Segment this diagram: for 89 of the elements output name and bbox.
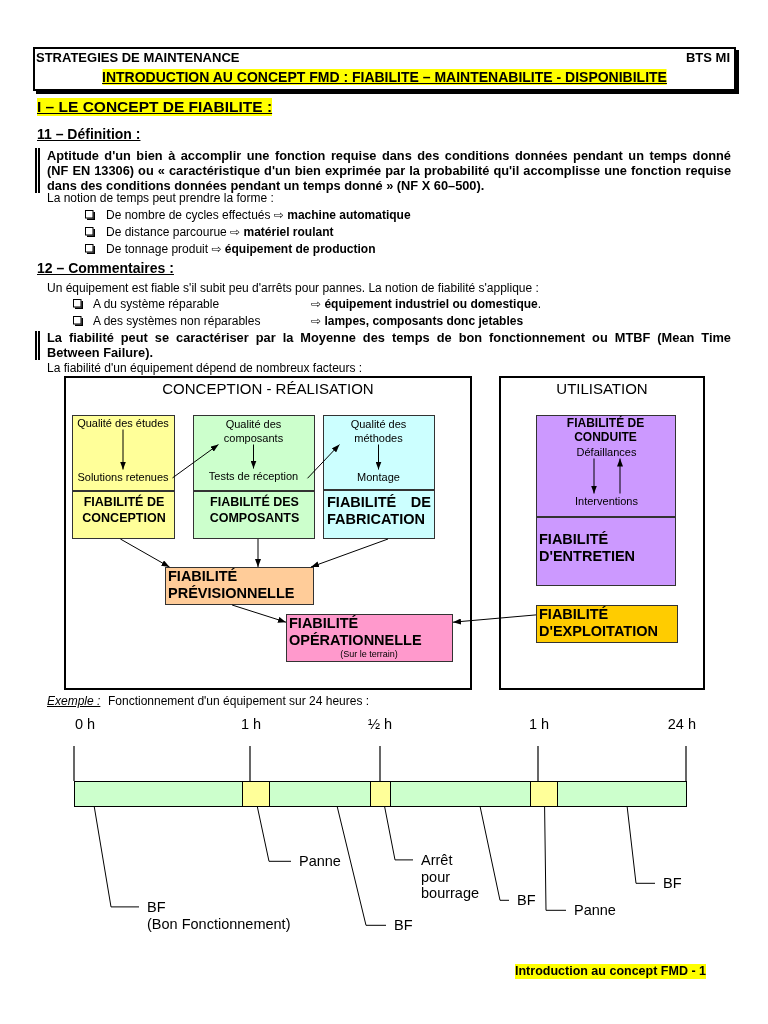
box-heading: FIABILITÉ DES COMPOSANTS [208,494,301,526]
callout-label: BF [655,875,682,892]
reliability-box [323,415,435,539]
leader-line [384,806,414,861]
callout-label: Arrêt pour bourrage [413,852,482,902]
callout-label: BF [509,892,536,909]
arrow [591,458,597,494]
reliability-box [193,415,315,539]
step-text: Tests de réception [199,468,308,483]
bullet-text: ⇨ équipement industriel ou domestique. [311,297,542,311]
reliability-box [165,567,314,605]
reliability-box [286,614,453,662]
callout-label: BF [147,899,166,916]
operating-segment [390,781,531,807]
header-box [33,47,736,91]
leader-line [479,806,510,901]
time-label: 1 h [528,715,550,733]
arrow [375,444,382,470]
operating-segment [557,781,687,807]
arrow [231,604,287,623]
subsection-heading: 12 – Commentaires : [37,260,174,276]
reliability-box [536,415,676,586]
header-text: BTS MI [685,50,730,65]
callout-label: (Bon Fonctionnement) [147,915,291,932]
section-heading: I – LE CONCEPT DE FIABILITE : [37,98,273,116]
leader-line [544,806,567,911]
reliability-box [72,415,175,539]
example-label: Exemple : [47,694,101,708]
stoppage-segment [370,781,391,807]
time-label: 0 h [75,715,96,733]
stoppage-segment [242,781,270,807]
arrow [172,444,219,479]
bullet-text: De nombre de cycles effectués ⇨ machine automatique [106,208,411,222]
title-text: INTRODUCTION AU CONCEPT FMD : FIABILITE – MAINTENABILITE - DISPONIBILITE [102,69,667,85]
bullet-text: A du système réparable [93,297,220,311]
subsection-heading: 11 – Définition : [37,126,141,142]
box-heading: FIABILITÉ DE CONDUITE [565,416,646,444]
step-text: Qualité des méthodes [339,416,418,445]
box-note: (Sur le terrain) [339,649,399,660]
step-text: Qualité des études [73,415,173,430]
operating-segment [269,781,371,807]
frame-title: UTILISATION [556,380,648,398]
body-text: Fonctionnement d'un équipement sur 24 heures : [108,694,370,708]
arrow [617,458,623,494]
frame-title: CONCEPTION - RÉALISATION [162,380,374,398]
time-label: 24 h [667,715,696,733]
body-text: Un équipement est fiable s'il subit peu d'arrêts pour pannes. La notion de fiabilité s'applique : [47,281,539,295]
time-label: 1 h [240,715,262,733]
header-text: STRATEGIES DE MAINTENANCE [36,50,240,65]
arrow [310,538,389,568]
step-text: Solutions retenues [73,469,173,484]
callout-label: Panne [566,902,616,919]
leader-line [93,806,140,908]
mtbf-paragraph: La fiabilité peut se caractériser par la Moyenne des temps de bon fonctionnement ou MTBF (Mean Time Between Failure). [35,331,731,360]
operating-segment [74,781,243,807]
step-text: Qualité des composants [218,416,289,445]
body-text: La notion de temps peut prendre la forme : [47,191,274,205]
bullet-text: A des systèmes non réparables [93,314,261,328]
step-text: Montage [348,469,409,484]
arrow [307,444,340,479]
bullet-text: De distance parcourue ⇨ matériel roulant [106,225,334,239]
bullet-text: De tonnage produit ⇨ équipement de production [106,242,376,256]
arrow [120,429,126,470]
group-frame [64,376,472,690]
time-label: ½ h [367,715,393,733]
step-text: Défaillances [572,444,641,459]
group-frame [499,376,705,690]
step-text: Interventions [569,493,644,508]
bullet-text: ⇨ lampes, composants donc jetables [311,314,524,328]
arrow [452,614,537,625]
box-heading: FIABILITÉ PRÉVISIONNELLE [168,568,296,602]
leader-line [626,806,656,884]
reliability-box [536,605,678,643]
footer-text: Introduction au concept FMD - 1 [515,964,706,979]
body-text: La fiabilité d'un équipement dépend de nombreux facteurs : [47,361,363,375]
definition-paragraph: Aptitude d'un bien à accomplir une fonction requise dans des conditions données pendant un temps donné (NF EN 13306) ou « caractéristique d'un bien exprimée par la probabilité qu'il accomplisse une fonction requise dans des conditions données pendant un temps donné » (NF X 60–500). [35,147,731,193]
box-heading: FIABILITÉ D'ENTRETIEN [539,531,637,565]
box-heading: FIABILITÉ D'EXPLOITATION [539,606,659,640]
box-heading: FIABILITÉ DE FABRICATION [327,494,431,528]
callout-label: Panne [291,853,341,870]
callout-label: BF [386,917,413,934]
box-heading: FIABILITÉ DE CONCEPTION [81,494,167,526]
leader-line [256,806,292,862]
arrow [255,538,261,568]
arrow [119,538,170,568]
box-heading: FIABILITÉ OPÉRATIONNELLE [289,615,423,649]
leader-line [336,806,387,926]
stoppage-segment [530,781,558,807]
arrow [250,444,257,469]
